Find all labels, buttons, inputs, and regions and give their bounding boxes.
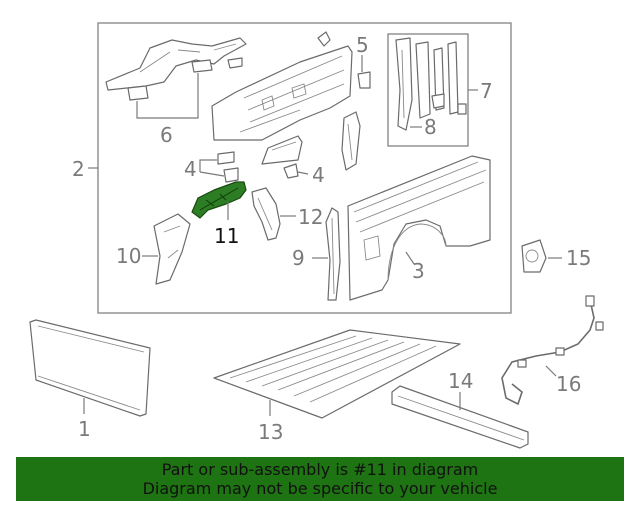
part-4-brackets[interactable] — [217, 151, 299, 183]
part-5-clip[interactable] — [317, 31, 371, 89]
parts-diagram: 1 2 3 4 4 5 6 7 8 9 10 11 12 13 14 15 16 — [29, 22, 604, 449]
callout-7: 7 — [480, 79, 493, 103]
callout-14: 14 — [448, 369, 473, 393]
callout-11: 11 — [214, 224, 239, 248]
part-15-housing[interactable] — [521, 239, 547, 273]
callout-5: 5 — [356, 33, 369, 57]
part-9-stiffener[interactable] — [325, 207, 341, 301]
part-11-wheelhouse-rail[interactable] — [191, 181, 247, 219]
callout-8: 8 — [424, 115, 437, 139]
pillar-bracket[interactable] — [341, 111, 361, 171]
part-11-shape[interactable] — [191, 181, 247, 219]
part-10-wheelhouse-liner[interactable] — [153, 213, 191, 285]
part-6-rail[interactable] — [105, 37, 247, 101]
callout-12: 12 — [298, 205, 323, 229]
banner-line-2: Diagram may not be specific to your vehi… — [142, 479, 498, 498]
part-3-outer-box-side[interactable] — [347, 155, 491, 301]
inner-side-panel[interactable] — [211, 45, 353, 141]
wheelhouse-plate[interactable] — [261, 135, 303, 165]
callout-9: 9 — [292, 246, 305, 270]
callout-6: 6 — [160, 123, 173, 147]
part-1-front-panel[interactable] — [29, 319, 151, 417]
part-12-inner-wheelhouse[interactable] — [251, 187, 281, 241]
callout-4a: 4 — [184, 157, 197, 181]
callout-10: 10 — [116, 244, 141, 268]
part-14-sill[interactable] — [391, 385, 529, 449]
part-13-floor[interactable] — [213, 329, 461, 419]
part-16-harness[interactable] — [501, 295, 604, 406]
part-info-banner: Part or sub-assembly is #11 in diagram D… — [16, 457, 624, 501]
banner-line-1: Part or sub-assembly is #11 in diagram — [161, 460, 479, 479]
callout-2: 2 — [72, 157, 85, 181]
callout-1: 1 — [78, 417, 91, 441]
callout-4b: 4 — [312, 163, 325, 187]
callout-15: 15 — [566, 246, 591, 270]
callout-16: 16 — [556, 372, 581, 396]
callout-13: 13 — [258, 420, 283, 444]
callout-3: 3 — [412, 259, 425, 283]
part-7-8-reinforcements[interactable] — [395, 37, 467, 131]
